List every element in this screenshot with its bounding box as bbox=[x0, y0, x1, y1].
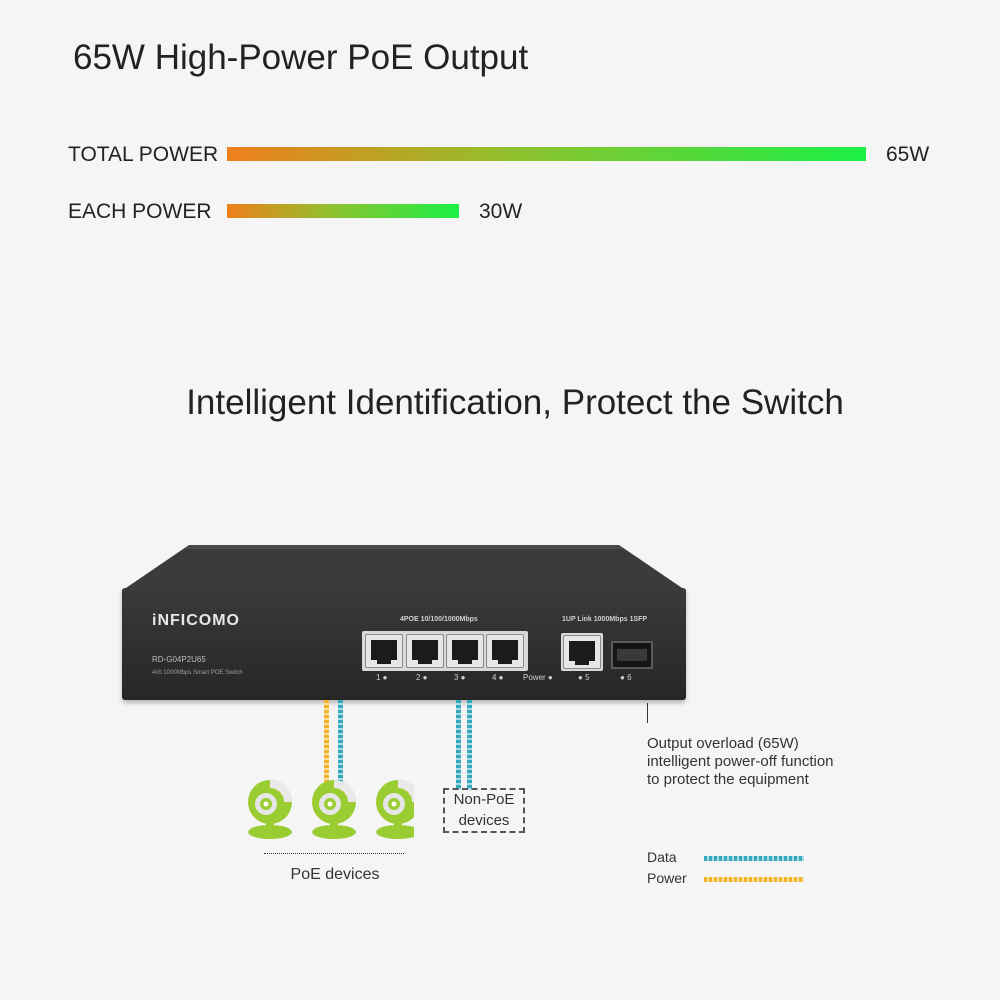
legend-power-label: Power bbox=[647, 870, 687, 886]
poe-devices-underline bbox=[264, 853, 404, 854]
camera-icon bbox=[248, 780, 292, 839]
data-cable-nonpoe-2 bbox=[467, 700, 472, 790]
port-number-3: 3 ● bbox=[454, 673, 466, 682]
power-output-title: 65W High-Power PoE Output bbox=[73, 38, 529, 77]
port-number-2: 2 ● bbox=[416, 673, 428, 682]
identification-title: Intelligent Identification, Protect the … bbox=[186, 383, 844, 422]
legend-data-line bbox=[704, 856, 804, 861]
legend-power-line bbox=[704, 877, 804, 882]
uplink-port-bank bbox=[561, 633, 603, 671]
poe-port-bank bbox=[362, 631, 528, 671]
camera-icon bbox=[376, 780, 414, 839]
uplink-label: 1UP Link 1000Mbps 1SFP bbox=[562, 616, 648, 623]
total-power-value: 65W bbox=[886, 143, 930, 166]
poe-ports-label: 4POE 10/100/1000Mbps bbox=[400, 616, 478, 623]
total-power-label: TOTAL POWER bbox=[68, 143, 219, 166]
data-cable-nonpoe-1 bbox=[456, 700, 461, 790]
rj45-port-2 bbox=[406, 634, 444, 668]
port-number-4: 4 ● bbox=[492, 673, 504, 682]
each-power-bar bbox=[227, 204, 459, 218]
rj45-port-5 bbox=[563, 635, 601, 669]
rj45-port-3 bbox=[446, 634, 484, 668]
total-power-bar bbox=[227, 147, 866, 161]
rj45-port-1 bbox=[365, 634, 403, 668]
port-number-5: ● 5 bbox=[578, 673, 590, 682]
rj45-port-4 bbox=[486, 634, 524, 668]
each-power-value: 30W bbox=[479, 200, 523, 223]
port-number-6: ● 6 bbox=[620, 673, 632, 682]
switch-top-surface bbox=[123, 545, 685, 590]
model-number: RD-G04P2U65 bbox=[152, 655, 206, 664]
port-number-1: 1 ● bbox=[376, 673, 388, 682]
power-cable bbox=[324, 700, 329, 786]
each-power-label: EACH POWER bbox=[68, 200, 212, 223]
poe-cameras bbox=[248, 780, 414, 839]
sfp-port bbox=[611, 641, 653, 669]
non-poe-box bbox=[443, 788, 525, 833]
brand-logo: iNFICOMO bbox=[152, 612, 240, 629]
non-poe-label: Non-PoE devices bbox=[453, 791, 515, 829]
poe-devices-label: PoE devices bbox=[290, 866, 380, 883]
switch-description: 4ch 1000Mbps Smart POE Switch bbox=[152, 670, 243, 676]
data-cable bbox=[338, 700, 343, 786]
callout-line bbox=[647, 703, 648, 723]
power-indicator: Power ● bbox=[523, 673, 553, 682]
legend-data-label: Data bbox=[647, 849, 677, 865]
overload-note: Output overload (65W) intelligent power-… bbox=[647, 735, 834, 788]
camera-icon bbox=[312, 780, 356, 839]
